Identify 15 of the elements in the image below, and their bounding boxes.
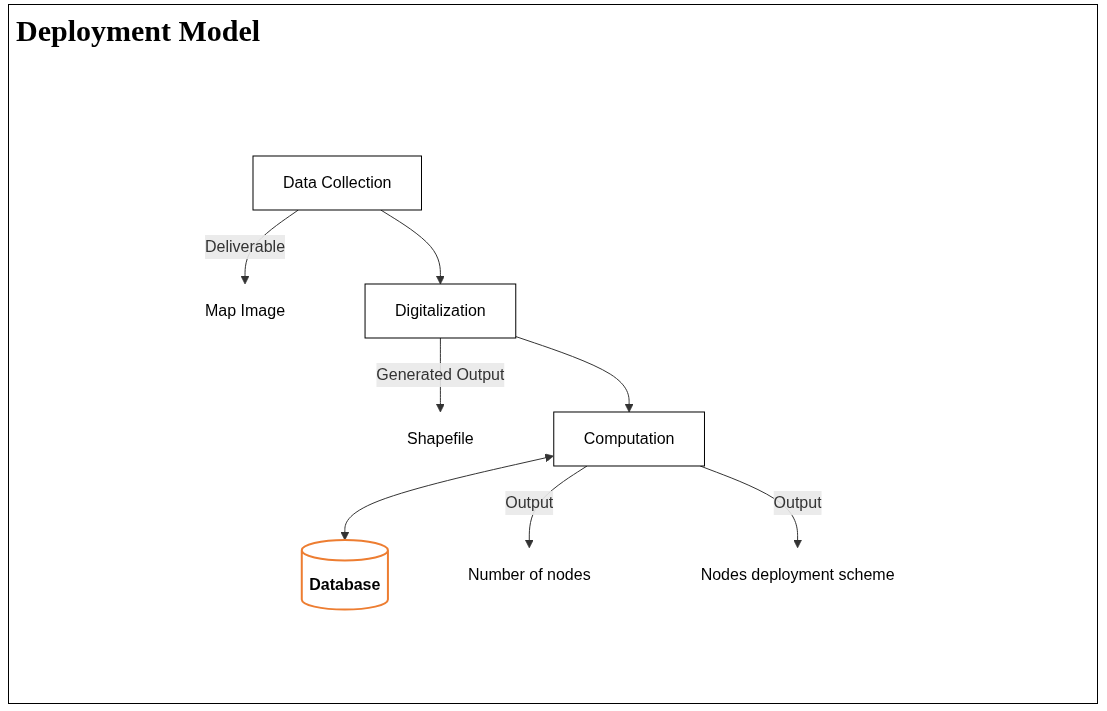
arrow (340, 453, 554, 541)
node-box: Computation (553, 411, 706, 467)
diagram-title: Deployment Model (16, 14, 261, 48)
arrow (515, 335, 634, 413)
edge-label: Output (773, 493, 822, 511)
node-text: Nodes deployment scheme (700, 565, 895, 583)
arrow (380, 209, 445, 285)
node-text: Map Image (205, 301, 286, 319)
edge-label: Deliverable (205, 237, 286, 255)
node-box: Data Collection (252, 155, 423, 211)
edge-label: Output (505, 493, 554, 511)
node-box: Digitalization (364, 283, 517, 339)
edge-label: Generated Output (376, 365, 505, 383)
node-text: Shapefile (407, 429, 474, 447)
node-text: Number of nodes (468, 565, 591, 583)
